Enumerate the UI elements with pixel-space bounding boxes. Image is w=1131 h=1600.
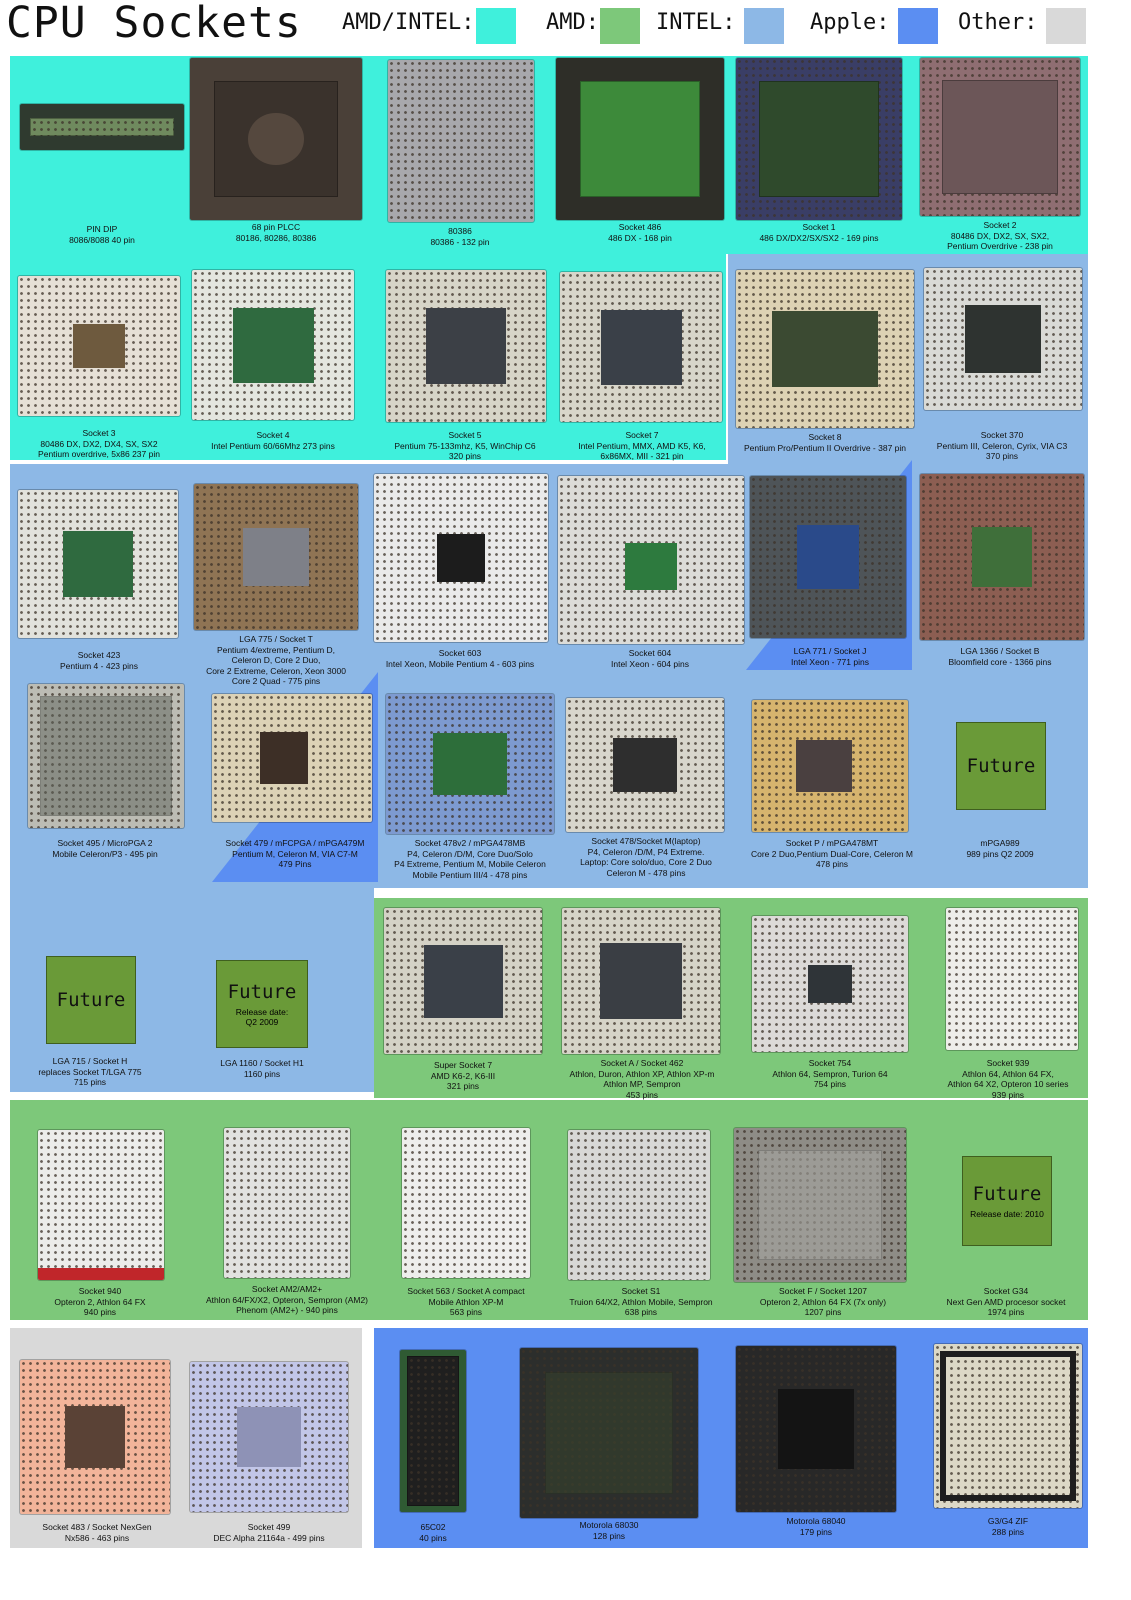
m68040-socket-image [736, 1346, 896, 1512]
s940-socket-image [38, 1130, 164, 1280]
s754-socket-image [752, 916, 908, 1052]
s1s-socket-image [568, 1130, 710, 1280]
header: CPU Sockets AMD/INTEL: AMD: INTEL: Apple… [0, 0, 1131, 52]
s483-socket-image [20, 1360, 170, 1514]
s1-socket-image [736, 58, 902, 220]
sf-socket-image [734, 1128, 906, 1282]
s479-socket-image [212, 694, 372, 822]
legend-label-apple: Apple: [810, 10, 890, 35]
legend-label-intel: INTEL: [656, 10, 736, 35]
s495-socket-image [28, 684, 184, 828]
s8-socket-image [736, 270, 914, 428]
g3g4-socket-image [934, 1344, 1082, 1508]
legend-swatch-other [1046, 8, 1086, 44]
s478m-socket-image [566, 698, 724, 832]
region-amd-row2 [10, 1100, 1088, 1320]
s603-socket-image [374, 474, 548, 642]
s604-socket-image [558, 476, 744, 644]
s939-socket-image [946, 908, 1078, 1050]
c65-socket-image [400, 1350, 466, 1512]
am2-socket-image [224, 1128, 350, 1278]
s370-socket-image [924, 268, 1082, 410]
legend-label-amd-intel: AMD/INTEL: [342, 10, 475, 35]
s563-socket-image [402, 1128, 530, 1278]
plcc68-socket-image [190, 58, 362, 220]
legend-label-amd: AMD: [546, 10, 599, 35]
s5-socket-image [386, 270, 546, 422]
s486-socket-image [556, 58, 724, 220]
am2-caption: Socket AM2/AM2+Athlon 64/FX/X2, Opteron,… [205, 1284, 369, 1315]
ss7-socket-image [384, 908, 542, 1054]
s3-socket-image [18, 276, 180, 416]
lga771-socket-image [750, 476, 906, 638]
s478v2-socket-image [386, 694, 554, 834]
lga775-socket-image [194, 484, 358, 630]
s80386-socket-image [388, 60, 534, 222]
pin-dip-socket-image [20, 104, 184, 150]
s2-socket-image [920, 58, 1080, 216]
m68030-socket-image [520, 1348, 698, 1518]
s478m-caption: Socket 478/Socket M(laptop)P4, Celeron /… [580, 836, 712, 878]
s499-socket-image [190, 1362, 348, 1512]
legend-swatch-apple [898, 8, 938, 44]
legend-swatch-intel [744, 8, 784, 44]
s4-socket-image [192, 270, 354, 420]
region-amd-intel-row1 [10, 56, 1088, 254]
legend-label-other: Other: [958, 10, 1038, 35]
lga715-future-placeholder: Future [46, 956, 136, 1044]
mpga989-future-placeholder: Future [956, 722, 1046, 810]
legend-swatch-amd [600, 8, 640, 44]
legend-swatch-amd-intel [476, 8, 516, 44]
s423-socket-image [18, 490, 178, 638]
page-title: CPU Sockets [6, 0, 302, 48]
sp-socket-image [752, 700, 908, 832]
sa-socket-image [562, 908, 720, 1054]
s7-socket-image [560, 272, 722, 422]
lga1366-socket-image [920, 474, 1084, 640]
